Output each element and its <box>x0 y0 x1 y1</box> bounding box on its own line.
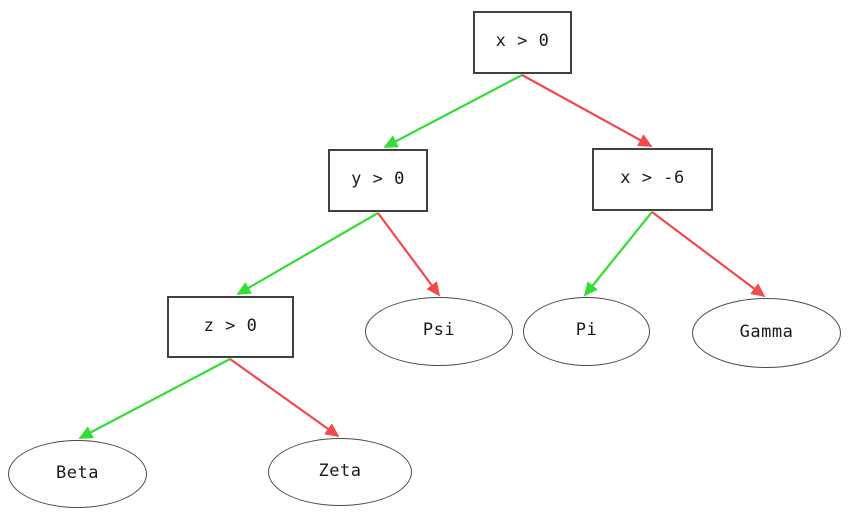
node-label-y0: y > 0 <box>351 169 405 189</box>
node-label-gamma: Gamma <box>739 321 794 342</box>
edge-z0-to-zeta-false <box>229 358 340 438</box>
node-label-root: x > 0 <box>495 31 550 51</box>
node-label-xm6: x > -6 <box>620 168 685 188</box>
edge-root-to-xm6-false <box>521 74 653 147</box>
edge-root-to-y0-true <box>383 74 523 148</box>
leaf-node-zeta[interactable]: Zeta <box>268 438 412 506</box>
decision-node-y0[interactable]: y > 0 <box>328 149 428 212</box>
edge-z0-to-beta-true <box>78 358 231 439</box>
node-label-beta: Beta <box>56 462 99 483</box>
leaf-node-beta[interactable]: Beta <box>8 440 147 508</box>
decision-node-xm6[interactable]: x > -6 <box>592 148 713 211</box>
node-label-psi: Psi <box>422 320 456 340</box>
node-label-z0: z > 0 <box>203 315 258 336</box>
node-label-zeta: Zeta <box>318 460 362 481</box>
leaf-node-gamma[interactable]: Gamma <box>692 298 841 368</box>
edge-xm6-to-gamma-false <box>651 211 766 298</box>
decision-node-root[interactable]: x > 0 <box>473 11 572 74</box>
edges-group <box>78 74 766 439</box>
node-label-pi: Pi <box>575 320 598 340</box>
leaf-node-psi[interactable]: Psi <box>365 297 513 366</box>
edge-y0-to-psi-false <box>377 212 441 297</box>
decision-node-z0[interactable]: z > 0 <box>167 296 294 358</box>
edge-xm6-to-pi-true <box>583 211 653 297</box>
leaf-node-pi[interactable]: Pi <box>523 297 650 366</box>
edge-y0-to-z0-true <box>236 212 379 295</box>
